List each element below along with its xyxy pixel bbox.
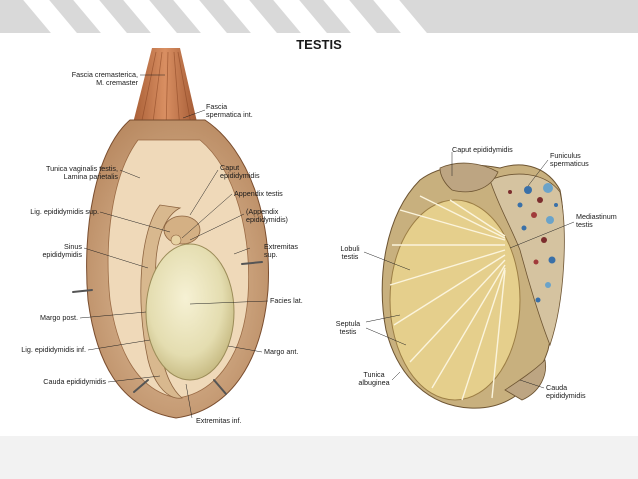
retractor-pins: [72, 261, 263, 395]
label-cauda-epididymidis: Cauda epididymidis: [43, 377, 106, 386]
cauda-section: [504, 359, 547, 401]
label-tunica-albuginea: Tunica albuginea: [358, 370, 390, 388]
page-title: TESTIS: [296, 37, 342, 52]
label-extremitas-inf: Extremitas inf.: [196, 416, 242, 425]
epididymis: [140, 204, 183, 399]
left-figure: [72, 48, 269, 419]
label-r-cauda: Cauda epididymidis: [546, 383, 586, 401]
testis-parenchyma: [389, 199, 521, 401]
label-lig-sup: Lig. epididymidis sup.: [30, 207, 99, 216]
label-lobuli: Lobuli testis: [340, 244, 360, 262]
testis-body: [145, 243, 235, 381]
label-lig-inf: Lig. epididymidis inf.: [21, 345, 86, 354]
right-leader-lines: [363, 152, 575, 389]
label-r-caput-epididymidis: Caput epididymidis: [452, 145, 513, 154]
left-leader-lines: [79, 74, 269, 419]
label-margo-post: Margo post.: [40, 313, 78, 322]
label-fascia-cremasterica: Fascia cremasterica, M. cremaster: [71, 70, 138, 88]
label-caput-epididymidis: Caput epididymidis: [220, 163, 260, 181]
label-sinus: Sinus epididymidis: [42, 242, 82, 260]
label-septula: Septula testis: [335, 319, 361, 337]
top-banner: [0, 0, 638, 33]
label-facies-lat: Facies lat.: [270, 296, 303, 305]
label-appendix-testis: Appendix testis: [234, 189, 283, 198]
label-fascia-spermatica: Fascia spermatica int.: [206, 102, 253, 120]
funiculus-vessels: [508, 183, 558, 303]
label-mediastinum: Mediastinum testis: [576, 212, 617, 230]
label-extremitas-sup: Extremitas sup.: [264, 242, 298, 260]
label-tunica-vaginalis: Tunica vaginalis testis, Lamina parietal…: [45, 164, 118, 182]
cremaster-cord: [130, 48, 200, 135]
caput-epididymidis: [163, 215, 201, 245]
mediastinum-region: [489, 173, 565, 347]
bottom-band: [0, 436, 638, 479]
cord-fibers: [139, 51, 193, 131]
septula-lines: [389, 195, 506, 401]
right-figure: [381, 162, 565, 409]
label-funiculus: Funiculus spermaticus: [550, 151, 589, 169]
caput-section: [439, 162, 499, 193]
appendix-testis: [170, 234, 182, 246]
label-appendix-epididymidis: (Appendix epididymidis): [246, 207, 288, 225]
label-margo-ant: Margo ant.: [264, 347, 299, 356]
